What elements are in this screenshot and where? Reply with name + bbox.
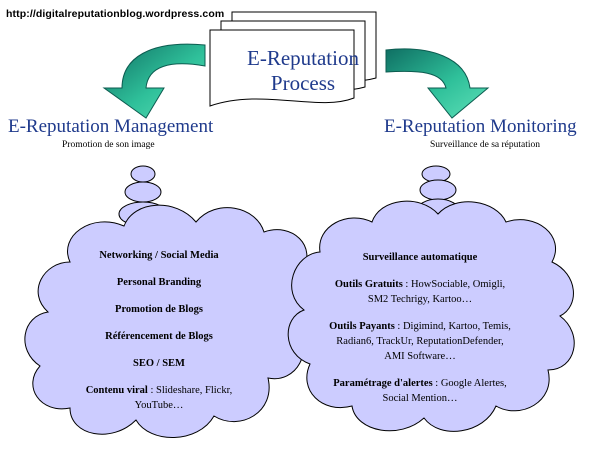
list-item: Promotion de Blogs — [72, 302, 246, 317]
cloud-monitoring — [287, 200, 575, 432]
item-rest: : HowSociable, Omigli, SM2 Techrigy, Kar… — [367, 279, 506, 305]
cloud-management — [24, 204, 316, 438]
monitoring-subtitle: Surveillance de sa réputation — [430, 140, 541, 150]
list-item: Outils Payants : Digimind, Kartoo, Temis… — [326, 319, 514, 364]
curved-arrow-right-icon — [385, 48, 490, 119]
item-bold: Paramétrage d'alertes — [333, 378, 433, 389]
item-rest: : Slideshare, Flickr, YouTube… — [134, 385, 233, 411]
list-item: Personal Branding — [72, 275, 246, 290]
source-url: http://digitalreputationblog.wordpress.c… — [6, 8, 225, 20]
item-rest: : Google Alertes, Social Mention… — [382, 378, 507, 404]
list-item: Référencement de Blogs — [72, 329, 246, 344]
item-bold: Personal Branding — [116, 277, 202, 288]
item-bold: Promotion de Blogs — [115, 304, 203, 315]
list-item: Outils Gratuits : HowSociable, Omigli, S… — [326, 277, 514, 307]
item-bold: Contenu viral — [85, 385, 148, 396]
management-title: E-Reputation Management — [8, 116, 214, 137]
item-bold: Surveillance automatique — [362, 252, 478, 263]
process-title-line2: Process — [270, 71, 336, 95]
item-bold: Networking / Social Media — [99, 250, 219, 261]
item-bold: Référencement de Blogs — [105, 331, 213, 342]
document-stack-icon — [209, 11, 377, 107]
management-subtitle: Promotion de son image — [62, 140, 155, 150]
list-item: Networking / Social Media — [72, 248, 246, 263]
monitoring-list: Surveillance automatique Outils Gratuits… — [326, 250, 514, 418]
process-title-line1: E-Reputation — [247, 46, 359, 70]
item-bold: SEO / SEM — [133, 358, 185, 369]
list-item: SEO / SEM — [72, 356, 246, 371]
monitoring-title: E-Reputation Monitoring — [384, 116, 577, 137]
management-list: Networking / Social Media Personal Brand… — [72, 248, 246, 425]
process-title: E-Reputation Process — [238, 46, 368, 96]
curved-arrow-left-icon — [102, 43, 206, 119]
list-item: Surveillance automatique — [326, 250, 514, 265]
item-rest: : Digimind, Kartoo, Temis, Radian6, Trac… — [336, 321, 511, 362]
item-bold: Outils Gratuits — [334, 279, 403, 290]
list-item: Contenu viral : Slideshare, Flickr, YouT… — [72, 383, 246, 413]
item-bold: Outils Payants — [329, 321, 395, 332]
list-item: Paramétrage d'alertes : Google Alertes, … — [326, 376, 514, 406]
